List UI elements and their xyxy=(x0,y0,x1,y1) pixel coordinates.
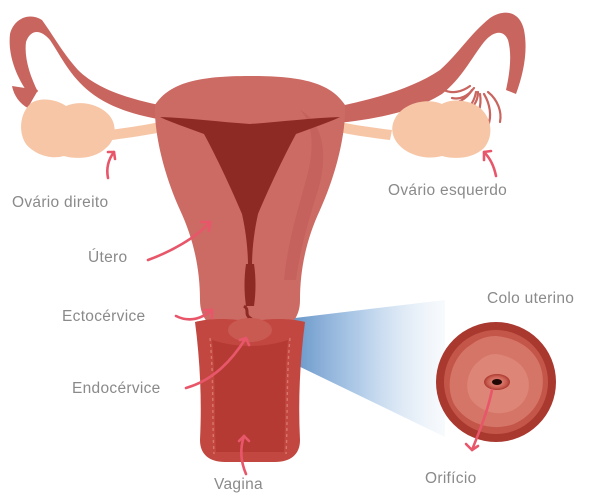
left-ovary xyxy=(21,100,115,158)
right-ovary xyxy=(392,101,490,158)
cervical-canal xyxy=(245,264,256,306)
label-utero: Útero xyxy=(88,249,127,267)
vagina-inner xyxy=(212,340,288,452)
label-ovario-direito: Ovário direito xyxy=(12,194,108,212)
left-ovarian-ligament xyxy=(110,122,162,140)
cervix-bulge xyxy=(228,318,272,342)
right-ovarian-ligament xyxy=(338,122,392,140)
cervix-zoom xyxy=(436,322,556,442)
arrow-ovario-esquerdo xyxy=(484,152,496,176)
label-orificio: Orifício xyxy=(425,470,477,488)
label-endocervice: Endocérvice xyxy=(72,380,161,398)
label-colo-uterino: Colo uterino xyxy=(487,290,574,308)
label-vagina: Vagina xyxy=(214,476,263,494)
arrow-ovario-direito xyxy=(107,152,114,178)
label-ectocervice: Ectocérvice xyxy=(62,308,145,326)
label-ovario-esquerdo: Ovário esquerdo xyxy=(388,182,507,200)
